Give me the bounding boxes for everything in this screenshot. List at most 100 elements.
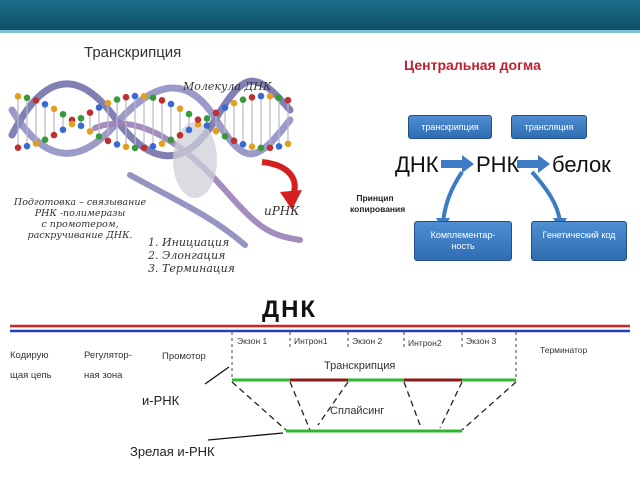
slide-header-accent <box>0 30 640 33</box>
base-pairs <box>14 92 292 152</box>
nucleotide-dot <box>221 133 229 140</box>
transcription-box: транскрипция <box>408 115 492 139</box>
nucleotide-dot <box>239 140 247 148</box>
arrow-to-genetic-code <box>530 170 562 223</box>
rna-polymerase-shape <box>173 122 217 198</box>
nucleotide-dot <box>77 122 85 130</box>
nucleotide-dot <box>122 143 130 151</box>
nucleotide-dot <box>59 110 67 118</box>
nucleotide-dot <box>176 131 184 139</box>
nucleotide-dot <box>41 136 49 144</box>
stage-elongation: 2. Элонгация <box>148 249 226 262</box>
preparation-line: РНК -полимеразы <box>34 208 126 219</box>
nucleotide-dot <box>185 126 193 134</box>
copy-principle-line: Принцип <box>356 193 394 203</box>
exon2-label: Экзон 2 <box>352 336 383 346</box>
red-arrow-head <box>280 190 302 210</box>
nucleotide-dot <box>140 144 148 152</box>
nucleotide-dot <box>14 92 22 100</box>
nucleotide-dot <box>23 94 31 102</box>
dogma-rna: РНК <box>476 152 520 177</box>
intron1-label: Интрон1 <box>294 336 328 346</box>
dna-lower-strand <box>127 172 248 248</box>
nucleotide-dot <box>104 99 112 107</box>
nucleotide-dot <box>284 140 292 148</box>
dogma-dna: ДНК <box>395 152 439 177</box>
regulatory-zone-line: Регулятор- <box>84 350 132 361</box>
coding-strand-line: Кодирую <box>10 350 49 361</box>
mrna-gene-label: и-РНК <box>142 393 180 408</box>
nucleotide-dot <box>50 131 58 139</box>
nucleotide-dot <box>239 96 247 104</box>
nucleotide-dot <box>122 93 130 101</box>
stage-initiation: 1. Инициация <box>148 236 230 249</box>
dogma-protein: белок <box>552 152 611 177</box>
nucleotide-dot <box>113 96 121 103</box>
stages-list: 1. Инициация 2. Элонгация 3. Терминация <box>148 236 235 275</box>
intron2-label: Интрон2 <box>408 338 442 348</box>
nucleotide-dot <box>131 144 139 152</box>
nucleotide-dot <box>266 92 274 100</box>
nucleotide-dot <box>185 110 193 118</box>
gene-dna-title: ДНК <box>262 296 318 323</box>
nucleotide-dot <box>113 141 121 148</box>
nucleotide-dot <box>275 94 283 101</box>
nucleotide-dot <box>275 143 283 150</box>
nucleotide-dot <box>14 144 22 152</box>
slide-header-bar <box>0 0 640 30</box>
mrna-strand <box>92 120 303 243</box>
nucleotide-dot <box>230 99 238 107</box>
preparation-line: с промотером, <box>41 219 119 230</box>
nucleotide-dot <box>167 136 175 144</box>
nucleotide-dot <box>77 114 85 122</box>
nucleotide-dot <box>203 115 211 122</box>
arrow-to-mature-line <box>207 432 284 441</box>
splice-line <box>289 381 311 431</box>
arrow-to-complementarity <box>441 170 464 223</box>
nucleotide-dot <box>248 143 256 151</box>
splice-line <box>317 381 349 426</box>
nucleotide-dot <box>257 144 265 152</box>
exon3-label: Экзон 3 <box>466 336 497 346</box>
mature-mrna-label: Зрелая и-РНК <box>130 444 215 459</box>
splicing-label: Сплайсинг <box>330 405 385 417</box>
nucleotide-dot <box>131 92 139 100</box>
nucleotide-dot <box>167 100 175 108</box>
stage-termination: 3. Терминация <box>148 262 235 275</box>
promoter-label: Промотор <box>162 351 206 362</box>
nucleotide-dot <box>194 116 202 124</box>
copy-principle-line: копирования <box>350 204 406 214</box>
splice-line <box>439 381 463 429</box>
transcription-label: Транскрипция <box>324 360 396 372</box>
nucleotide-dot <box>158 97 166 104</box>
nucleotide-dot <box>149 94 157 102</box>
nucleotide-dot <box>212 109 220 117</box>
nucleotide-dot <box>149 142 157 150</box>
nucleotide-dot <box>59 126 67 134</box>
exon1-label: Экзон 1 <box>237 336 268 346</box>
central-dogma-title: Центральная догма <box>404 57 541 73</box>
arrow-to-mrna-line <box>204 366 230 385</box>
coding-strand-line: щая цепь <box>10 370 52 381</box>
nucleotide-dot <box>41 100 49 108</box>
genetic-code-box: Генетический код <box>531 221 627 261</box>
nucleotide-dot <box>257 92 265 100</box>
transcription-title: Транскрипция <box>84 44 182 61</box>
preparation-line: раскручивание ДНК. <box>27 230 133 241</box>
splice-line <box>231 381 287 431</box>
regulatory-zone-label: Регулятор- ная зона <box>84 346 132 386</box>
nucleotide-dot <box>266 144 274 152</box>
nucleotide-dot <box>230 137 238 145</box>
nucleotide-dot <box>203 122 211 129</box>
nucleotide-dot <box>176 105 184 113</box>
nucleotide-dot <box>86 128 94 135</box>
nucleotide-dot <box>95 104 103 111</box>
dna-molecule-label: Молекула ДНК <box>183 80 272 93</box>
nucleotide-dot <box>32 140 40 147</box>
nucleotide-dot <box>104 137 112 145</box>
nucleotide-dot <box>95 133 103 140</box>
translation-box: трансляция <box>511 115 587 139</box>
nucleotide-dot <box>32 97 40 104</box>
copy-principle-label: Принцип копирования <box>350 193 406 215</box>
nucleotide-dot <box>140 92 148 100</box>
